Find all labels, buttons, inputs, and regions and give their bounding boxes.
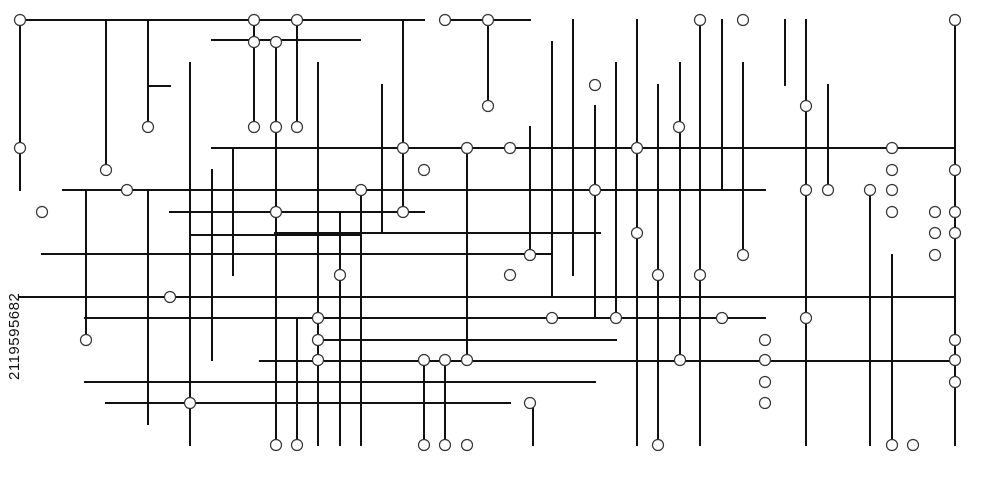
circle-node-icon	[35, 205, 49, 219]
circle-node-icon	[417, 438, 431, 452]
circle-node-icon	[948, 13, 962, 27]
circle-node-icon	[13, 13, 27, 27]
circle-node-icon	[799, 311, 813, 325]
circle-node-icon	[13, 141, 27, 155]
circle-node-icon	[396, 141, 410, 155]
circle-node-icon	[417, 353, 431, 367]
circle-node-icon	[693, 268, 707, 282]
circle-node-icon	[99, 163, 113, 177]
circle-node-icon	[948, 205, 962, 219]
circle-node-icon	[799, 183, 813, 197]
circle-node-icon	[247, 120, 261, 134]
circle-node-icon	[79, 333, 93, 347]
circle-node-icon	[651, 438, 665, 452]
stock-id-label: 2119595682	[6, 292, 23, 380]
circle-node-icon	[460, 353, 474, 367]
circle-node-icon	[885, 163, 899, 177]
circle-node-icon	[693, 13, 707, 27]
circle-node-icon	[928, 205, 942, 219]
circle-node-icon	[948, 333, 962, 347]
circle-node-icon	[948, 226, 962, 240]
circle-node-icon	[758, 375, 772, 389]
circle-node-icon	[863, 183, 877, 197]
circle-node-icon	[758, 353, 772, 367]
circle-node-icon	[460, 438, 474, 452]
circle-node-icon	[545, 311, 559, 325]
circle-node-icon	[928, 248, 942, 262]
circle-node-icon	[821, 183, 835, 197]
circle-node-icon	[672, 120, 686, 134]
circle-node-icon	[651, 268, 665, 282]
circle-node-icon	[290, 120, 304, 134]
circle-node-icon	[630, 141, 644, 155]
circle-node-icon	[438, 353, 452, 367]
circle-node-icon	[354, 183, 368, 197]
circle-node-icon	[523, 396, 537, 410]
circle-node-icon	[758, 333, 772, 347]
circle-node-icon	[311, 353, 325, 367]
circle-node-icon	[120, 183, 134, 197]
circle-node-icon	[673, 353, 687, 367]
circle-node-icon	[588, 183, 602, 197]
circle-node-icon	[183, 396, 197, 410]
circle-node-icon	[948, 163, 962, 177]
circle-node-icon	[736, 248, 750, 262]
circle-node-icon	[885, 205, 899, 219]
circle-node-icon	[311, 333, 325, 347]
circle-node-icon	[906, 438, 920, 452]
circle-node-icon	[247, 35, 261, 49]
circle-node-icon	[758, 396, 772, 410]
circle-node-icon	[928, 226, 942, 240]
circle-node-icon	[736, 13, 750, 27]
circle-node-icon	[269, 438, 283, 452]
circle-node-icon	[715, 311, 729, 325]
circle-node-icon	[948, 375, 962, 389]
circle-node-icon	[609, 311, 623, 325]
circle-node-icon	[438, 438, 452, 452]
circle-node-icon	[311, 311, 325, 325]
circle-node-icon	[141, 120, 155, 134]
circle-node-icon	[503, 141, 517, 155]
circle-node-icon	[460, 141, 474, 155]
circle-node-icon	[885, 438, 899, 452]
circle-node-icon	[799, 99, 813, 113]
circle-node-icon	[885, 183, 899, 197]
circle-node-icon	[269, 35, 283, 49]
circle-node-icon	[290, 438, 304, 452]
circle-node-icon	[481, 13, 495, 27]
circle-node-icon	[588, 78, 602, 92]
circle-node-icon	[333, 268, 347, 282]
circle-node-icon	[523, 248, 537, 262]
circle-node-icon	[481, 99, 495, 113]
circle-node-icon	[290, 13, 304, 27]
circle-node-icon	[885, 141, 899, 155]
circle-node-icon	[417, 163, 431, 177]
circle-node-icon	[269, 120, 283, 134]
circle-node-icon	[630, 226, 644, 240]
circle-node-icon	[396, 205, 410, 219]
circle-node-icon	[503, 268, 517, 282]
circle-node-icon	[247, 13, 261, 27]
circle-node-icon	[163, 290, 177, 304]
circle-node-icon	[438, 13, 452, 27]
circle-node-icon	[269, 205, 283, 219]
circle-node-icon	[948, 353, 962, 367]
